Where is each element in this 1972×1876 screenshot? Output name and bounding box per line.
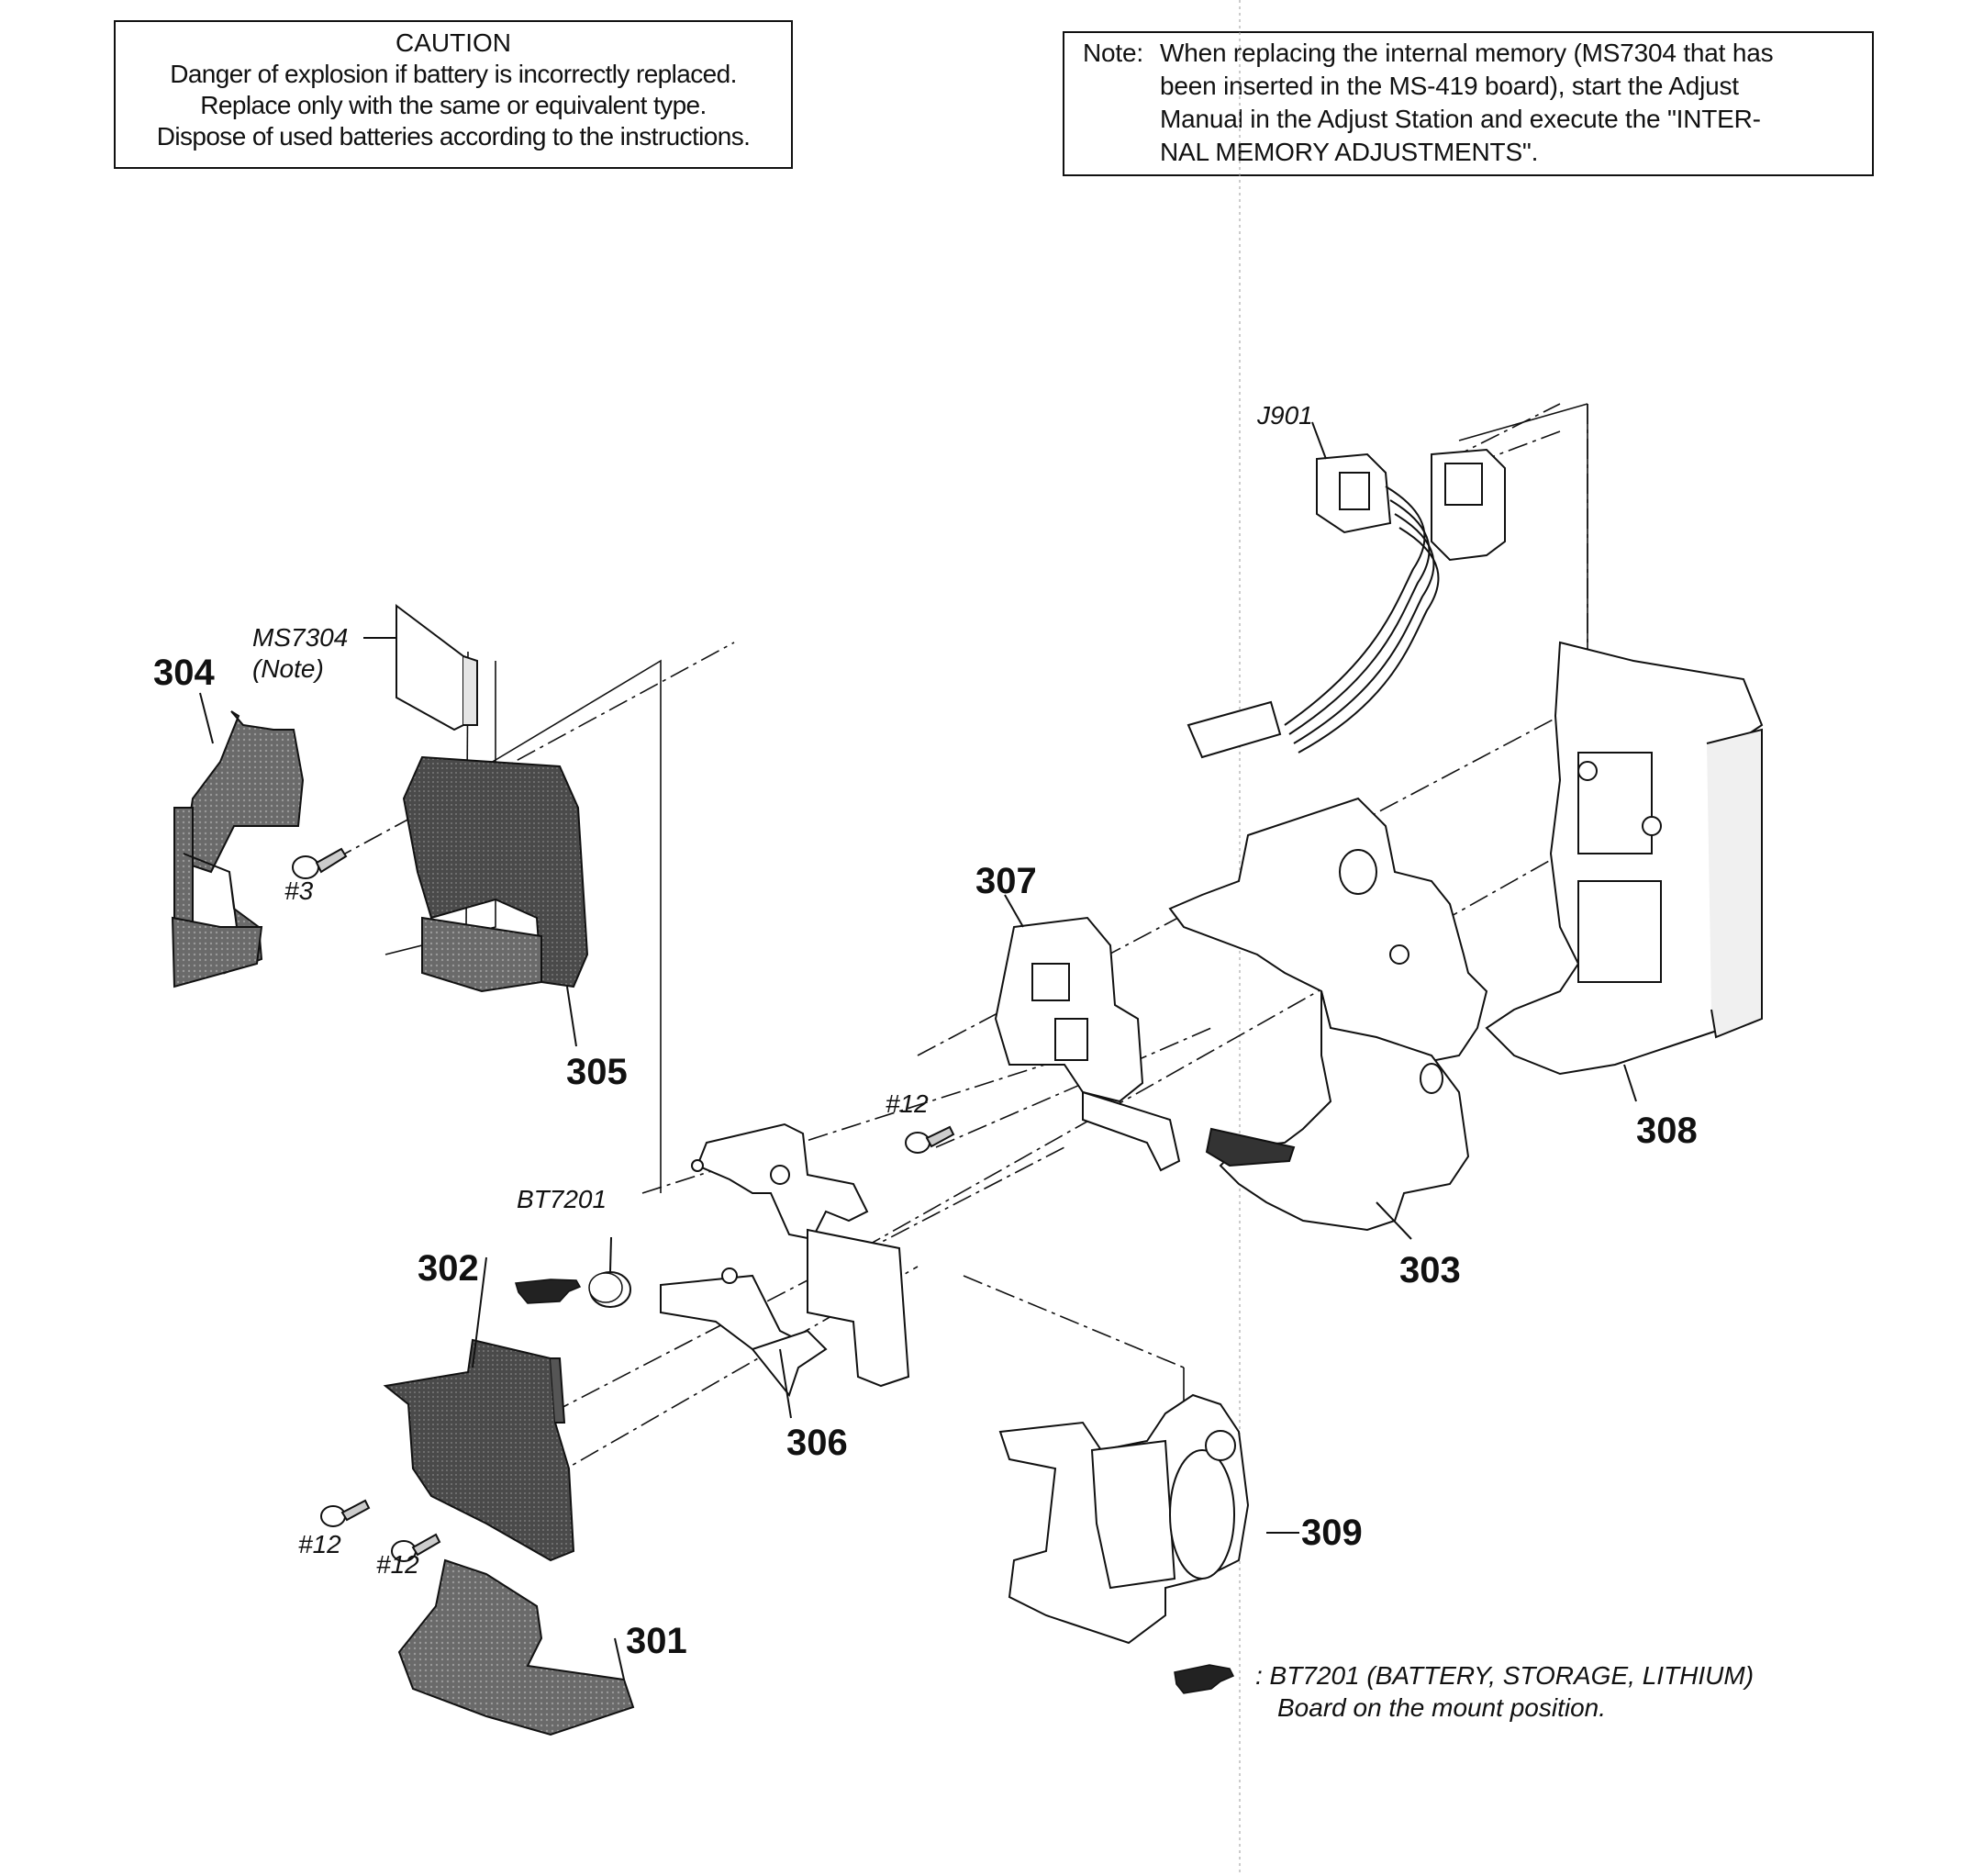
part-j901	[1187, 448, 1506, 759]
ref-screw-3: #3	[284, 877, 314, 905]
part-307	[994, 916, 1181, 1172]
part-label-301: 301	[626, 1621, 687, 1661]
part-label-306: 306	[786, 1423, 848, 1463]
ref-note: (Note)	[252, 654, 324, 683]
note-box: Note: When replacing the internal memory …	[1063, 31, 1874, 176]
legend-hand-icon	[1174, 1664, 1235, 1694]
note-label: Note:	[1083, 39, 1143, 67]
part-label-304: 304	[153, 653, 215, 693]
caution-line: Replace only with the same or equivalent…	[200, 91, 707, 119]
screw-3	[292, 847, 348, 879]
part-308	[1485, 641, 1764, 1076]
note-line: When replacing the internal memory (MS73…	[1160, 39, 1774, 67]
part-301	[397, 1558, 635, 1736]
note-line: been inserted in the MS-419 board), star…	[1160, 72, 1739, 100]
ref-j901: J901	[1257, 401, 1313, 430]
note-line: Manual in the Adjust Station and execute…	[1160, 105, 1761, 133]
caution-line: Danger of explosion if battery is incorr…	[170, 60, 737, 88]
ref-ms7304: MS7304	[252, 623, 349, 652]
part-304	[182, 710, 305, 874]
part-303	[1168, 797, 1488, 1232]
part-ms7304	[396, 603, 464, 731]
note-line: NAL MEMORY ADJUSTMENTS".	[1160, 138, 1539, 166]
screw-12	[905, 1125, 955, 1154]
legend-line: : BT7201 (BATTERY, STORAGE, LITHIUM)	[1255, 1661, 1755, 1690]
ref-screw-12: #12	[298, 1530, 341, 1558]
part-label-308: 308	[1636, 1111, 1698, 1151]
legend-line: Board on the mount position.	[1277, 1693, 1607, 1722]
screw-12	[320, 1499, 441, 1562]
caution-line: Dispose of used batteries according to t…	[156, 122, 751, 151]
part-306	[660, 1122, 910, 1398]
part-label-305: 305	[566, 1052, 628, 1092]
ref-screw-12: #12	[376, 1550, 419, 1579]
part-label-302: 302	[418, 1248, 479, 1289]
ref-bt7201: BT7201	[517, 1185, 607, 1213]
part-label-309: 309	[1301, 1513, 1363, 1553]
part-label-307: 307	[975, 861, 1037, 901]
caution-box: CAUTION Danger of explosion if battery i…	[114, 20, 793, 169]
part-309	[998, 1393, 1250, 1645]
part-label-303: 303	[1399, 1250, 1461, 1290]
pointing-hand-icon	[515, 1279, 582, 1304]
part-302	[383, 1338, 575, 1562]
ref-screw-12: #12	[886, 1089, 929, 1118]
caution-title: CAUTION	[396, 28, 511, 57]
